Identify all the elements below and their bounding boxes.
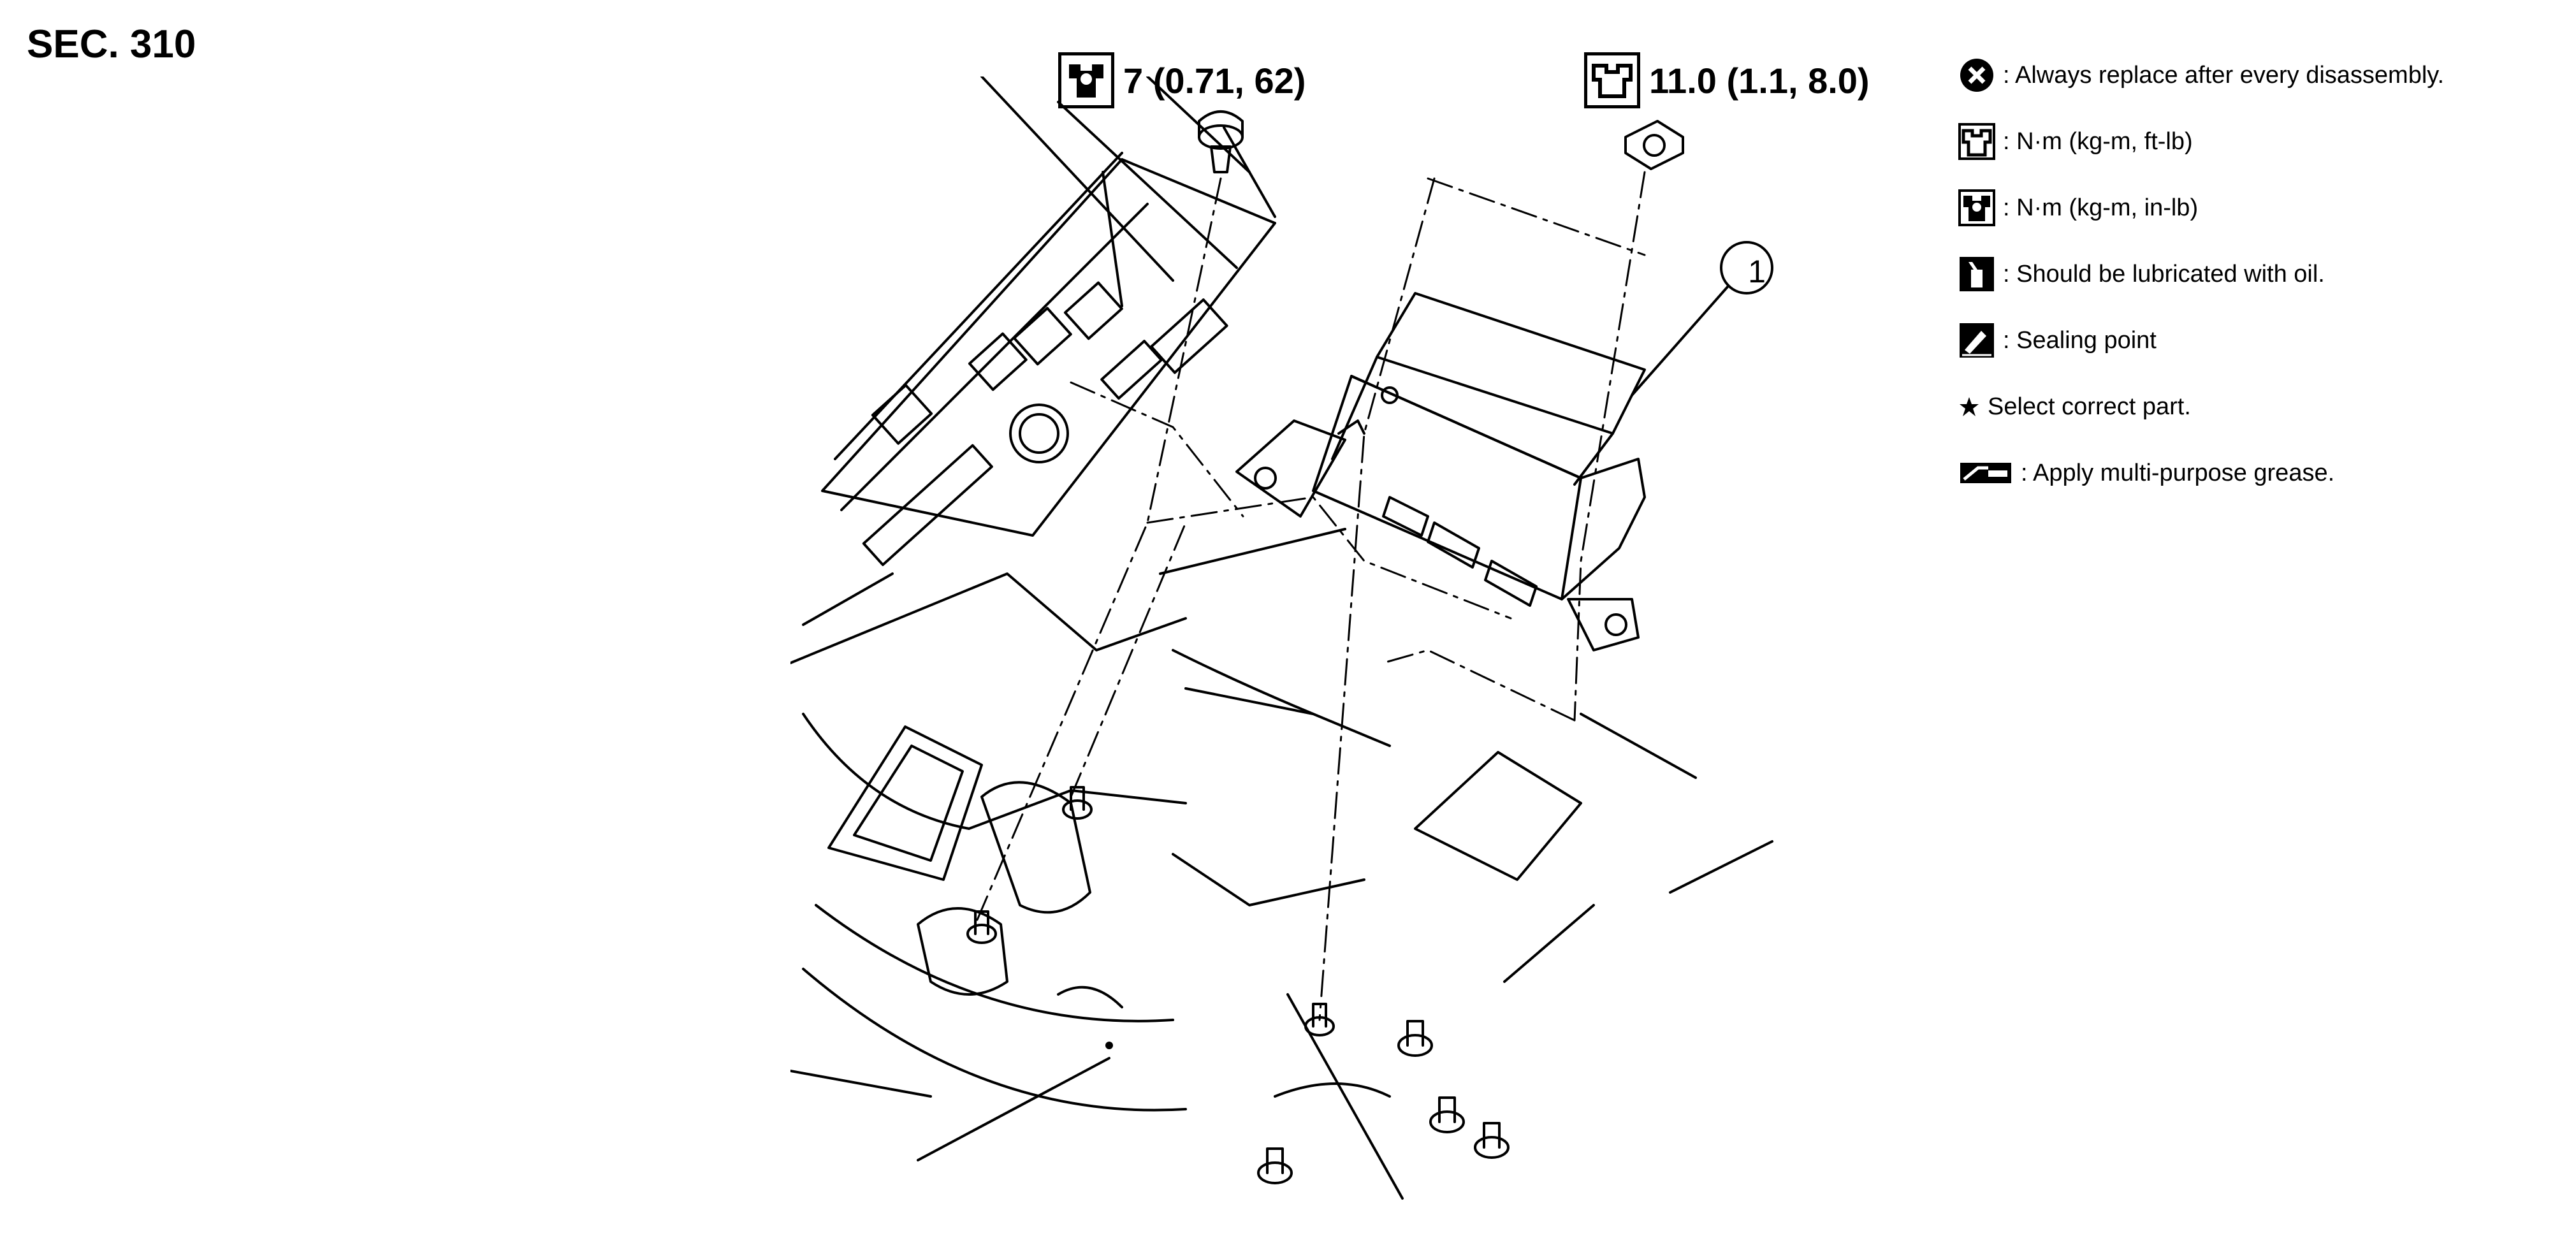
legend-text: Select correct part. <box>1988 393 2191 420</box>
legend-item: : Always replace after every disassembly… <box>1957 42 2569 108</box>
nut <box>1624 120 1684 170</box>
center-console <box>790 76 1773 1200</box>
stud <box>1474 1122 1510 1159</box>
always-replace-icon <box>1957 55 1997 95</box>
torque-ft-lb-icon <box>1584 52 1640 108</box>
legend: : Always replace after every disassembly… <box>1957 42 2569 506</box>
stud <box>1429 1096 1465 1133</box>
torque-value: 11.0 (1.1, 8.0) <box>1649 60 1870 101</box>
legend-item: : Apply multi-purpose grease. <box>1957 440 2569 506</box>
legend-item: : Should be lubricated with oil. <box>1957 241 2569 307</box>
legend-item: : Sealing point <box>1957 307 2569 374</box>
legend-item: : N·m (kg-m, ft-lb) <box>1957 108 2569 175</box>
legend-text: : Sealing point <box>2003 326 2157 354</box>
control-unit <box>1235 292 1646 651</box>
star-icon <box>1957 387 1981 426</box>
legend-item: : N·m (kg-m, in-lb) <box>1957 175 2569 241</box>
callout-number: 1 <box>1748 254 1766 289</box>
stud <box>1257 1147 1293 1184</box>
torque-value: 7 (0.71, 62) <box>1123 60 1306 101</box>
stud <box>1397 1020 1433 1057</box>
legend-text: : Always replace after every disassembly… <box>2003 61 2445 89</box>
torque-spec-nut: 11.0 (1.1, 8.0) <box>1584 52 1870 108</box>
grease-icon <box>1957 453 2014 493</box>
assembly-lines <box>974 171 1646 1021</box>
sealing-point-icon <box>1957 321 1997 360</box>
section-number: SEC. 310 <box>27 22 196 66</box>
legend-item: Select correct part. <box>1957 374 2569 440</box>
legend-text: : Should be lubricated with oil. <box>2003 260 2325 287</box>
oil-can-icon <box>1957 254 1997 294</box>
torque-ft-lb-icon <box>1957 122 1997 161</box>
torque-spec-bolt: 7 (0.71, 62) <box>1058 52 1306 108</box>
legend-text: : N·m (kg-m, in-lb) <box>2003 194 2199 221</box>
stud <box>1062 786 1093 820</box>
mounting-studs <box>966 786 1510 1184</box>
exploded-view-diagram <box>790 76 1773 1200</box>
stud <box>966 910 997 944</box>
bolt <box>1198 110 1244 173</box>
torque-in-lb-icon <box>1957 188 1997 228</box>
legend-text: : N·m (kg-m, ft-lb) <box>2003 127 2193 155</box>
console-recess <box>827 725 1123 1049</box>
legend-text: : Apply multi-purpose grease. <box>2021 459 2335 486</box>
torque-in-lb-icon <box>1058 52 1114 108</box>
callout-1 <box>1631 241 1773 396</box>
